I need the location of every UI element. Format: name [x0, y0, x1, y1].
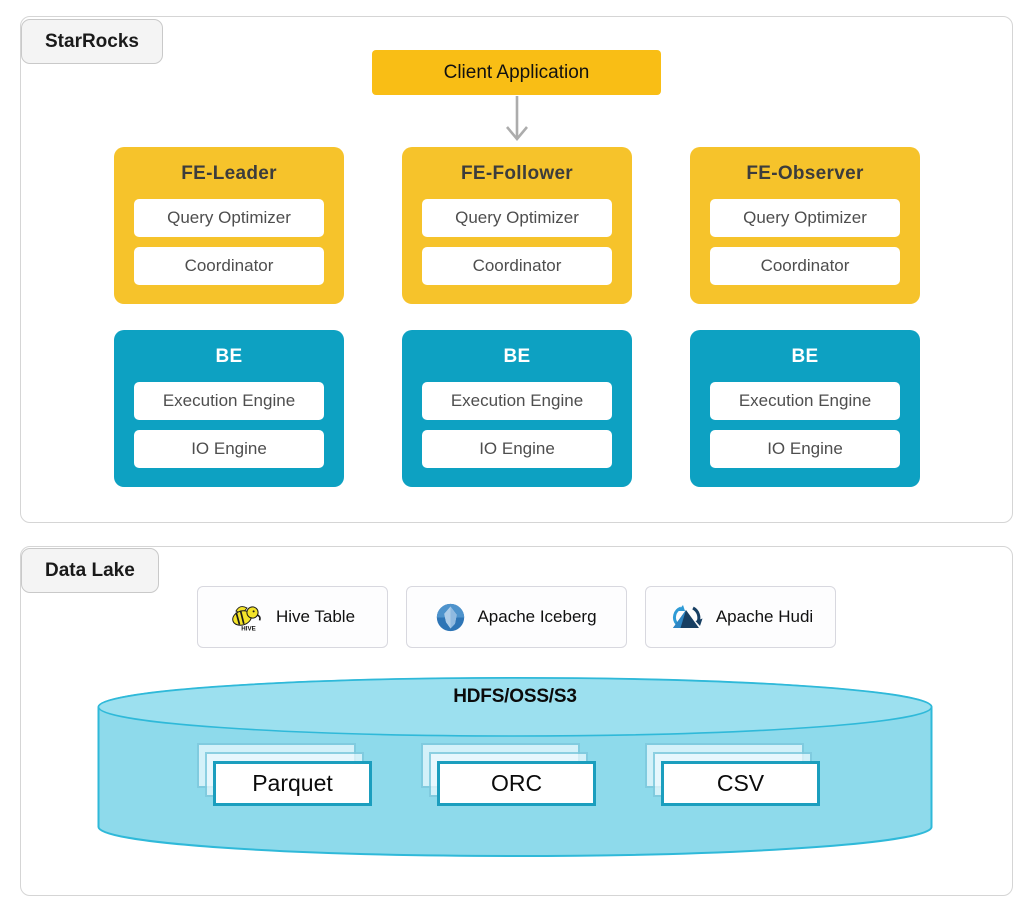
- svg-text:HIVE: HIVE: [241, 626, 255, 633]
- coordinator-chip: Coordinator: [134, 247, 324, 285]
- io-engine-chip: IO Engine: [134, 430, 324, 468]
- apache-hudi-box: Apache Hudi: [645, 586, 836, 648]
- hudi-icon: [668, 603, 704, 631]
- hive-table-box: HIVE Hive Table: [197, 586, 388, 648]
- client-application-node: Client Application: [372, 50, 661, 95]
- table-label: Apache Hudi: [715, 607, 814, 626]
- query-optimizer-chip: Query Optimizer: [134, 199, 324, 237]
- node-title: FE-Leader: [181, 163, 277, 184]
- file-card: ORC: [437, 761, 596, 806]
- node-title: BE: [215, 346, 243, 367]
- starrocks-section-label: StarRocks: [21, 19, 163, 64]
- table-label: Hive Table: [275, 607, 356, 626]
- execution-engine-chip: Execution Engine: [422, 382, 612, 420]
- io-engine-chip: IO Engine: [710, 430, 900, 468]
- execution-engine-chip: Execution Engine: [710, 382, 900, 420]
- iceberg-icon: [436, 603, 465, 632]
- execution-engine-chip: Execution Engine: [134, 382, 324, 420]
- fe-follower-node: FE-Follower Query Optimizer Coordinator: [402, 147, 632, 304]
- orc-file-stack: ORC: [421, 743, 597, 806]
- csv-file-stack: CSV: [645, 743, 821, 806]
- client-to-fe-arrow-icon: [506, 96, 528, 142]
- datalake-section-label: Data Lake: [21, 548, 159, 593]
- coordinator-chip: Coordinator: [710, 247, 900, 285]
- be-node: BE Execution Engine IO Engine: [402, 330, 632, 487]
- be-node: BE Execution Engine IO Engine: [690, 330, 920, 487]
- node-title: FE-Follower: [460, 163, 574, 184]
- query-optimizer-chip: Query Optimizer: [422, 199, 612, 237]
- hive-icon: HIVE: [230, 602, 264, 632]
- coordinator-chip: Coordinator: [422, 247, 612, 285]
- fe-leader-node: FE-Leader Query Optimizer Coordinator: [114, 147, 344, 304]
- file-card: CSV: [661, 761, 820, 806]
- storage-cylinder-label: HDFS/OSS/S3: [453, 686, 577, 707]
- node-title: BE: [503, 346, 531, 367]
- node-title: FE-Observer: [746, 163, 864, 184]
- fe-observer-node: FE-Observer Query Optimizer Coordinator: [690, 147, 920, 304]
- apache-iceberg-box: Apache Iceberg: [406, 586, 627, 648]
- parquet-file-stack: Parquet: [197, 743, 373, 806]
- table-label: Apache Iceberg: [477, 607, 597, 626]
- file-card: Parquet: [213, 761, 372, 806]
- be-node: BE Execution Engine IO Engine: [114, 330, 344, 487]
- query-optimizer-chip: Query Optimizer: [710, 199, 900, 237]
- node-title: BE: [791, 346, 819, 367]
- io-engine-chip: IO Engine: [422, 430, 612, 468]
